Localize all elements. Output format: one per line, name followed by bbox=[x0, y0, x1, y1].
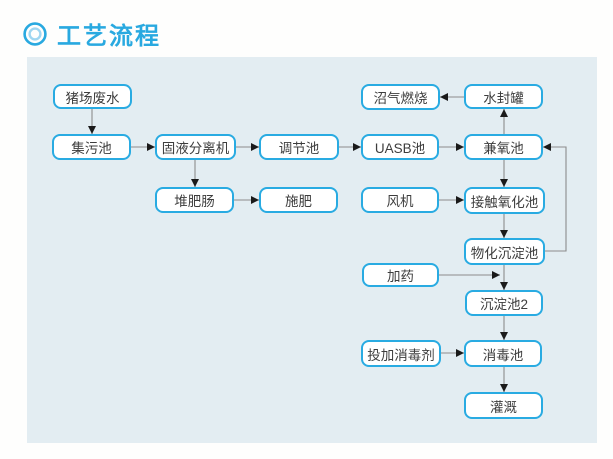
flow-node-composting: 堆肥肠 bbox=[155, 187, 234, 213]
flow-node-add-disinfectant: 投加消毒剂 bbox=[361, 340, 441, 367]
flow-node-physchem-sedimentation-pool: 物化沉淀池 bbox=[464, 238, 545, 265]
flow-node-pig-farm-wastewater: 猪场废水 bbox=[53, 84, 132, 109]
flow-node-irrigation: 灌溉 bbox=[464, 392, 543, 419]
flow-node-disinfection-pool: 消毒池 bbox=[464, 340, 542, 367]
flow-node-regulating-pool: 调节池 bbox=[259, 134, 339, 160]
flow-node-uasb-pool: UASB池 bbox=[361, 134, 439, 160]
flow-node-facultative-pool: 兼氧池 bbox=[464, 134, 543, 160]
flow-node-water-seal-tank: 水封罐 bbox=[464, 84, 543, 109]
connector-physchem-sedimentation-pool-to-facultative-pool bbox=[543, 143, 567, 252]
flow-node-collection-pool: 集污池 bbox=[52, 134, 131, 160]
ring-bullet-icon bbox=[23, 21, 47, 46]
flow-node-solid-liquid-separator: 固液分离机 bbox=[155, 134, 236, 160]
flow-node-dosing: 加药 bbox=[362, 263, 439, 287]
flowchart-panel: 猪场废水集污池固液分离机调节池 UASB池兼氧池沼气燃烧水封罐堆肥肠施肥风机接触氧… bbox=[27, 57, 597, 443]
page-header: 工艺流程 bbox=[22, 16, 161, 51]
flow-node-sedimentation-pool-2: 沉淀池2 bbox=[465, 290, 543, 316]
flow-node-contact-oxidation-pool: 接触氧化池 bbox=[464, 187, 545, 214]
flow-connectors bbox=[88, 93, 567, 392]
flow-node-blower: 风机 bbox=[361, 187, 439, 213]
flow-node-biogas-burning: 沼气燃烧 bbox=[361, 84, 440, 110]
flow-node-fertilizing: 施肥 bbox=[259, 187, 338, 213]
page-title: 工艺流程 bbox=[57, 23, 161, 50]
